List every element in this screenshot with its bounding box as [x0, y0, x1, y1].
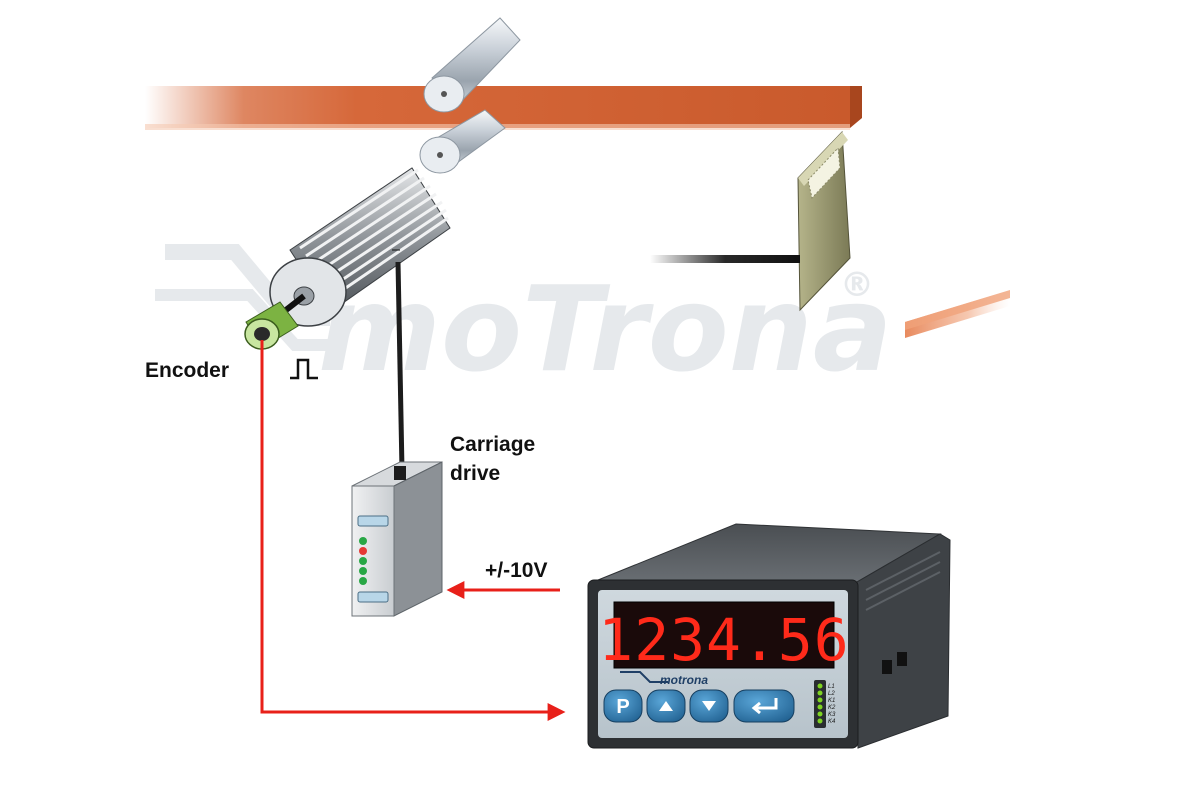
- encoder-signal-wire: [260, 340, 566, 721]
- unit-logo-swoosh-icon: [620, 671, 668, 683]
- key-enter[interactable]: [733, 689, 795, 723]
- unit-brand-logo: motrona: [660, 673, 708, 687]
- led-indicator-column: L1 L2 K1 K2 K3 K4: [814, 680, 836, 728]
- cut-piece: [905, 290, 1010, 338]
- encoder-label: Encoder: [145, 359, 229, 382]
- seven-segment-display: [613, 601, 835, 669]
- drive-cable: [395, 261, 405, 471]
- led-label: K2: [828, 705, 836, 711]
- position-controller-unit: 1234.56 motrona P L1 L2: [587, 523, 951, 749]
- key-p[interactable]: P: [603, 689, 643, 723]
- status-led-red: [359, 547, 367, 555]
- led-label: L1: [828, 684, 835, 690]
- pulse-signal-icon: [290, 358, 318, 380]
- cutting-knife: [650, 130, 851, 312]
- key-up[interactable]: [646, 689, 686, 723]
- lower-feed-roller: [419, 109, 506, 174]
- brand-watermark: moTrona ®: [155, 244, 892, 398]
- led-label: K4: [828, 719, 836, 725]
- upper-feed-roller: [423, 17, 521, 113]
- led-label: K1: [828, 698, 835, 704]
- carriage-drive-unit: [351, 461, 443, 617]
- carriage-drive-label-line1: Carriage: [450, 433, 535, 456]
- enter-return-icon: [751, 698, 778, 715]
- watermark-brand-text: moTrona: [318, 260, 892, 398]
- drive-motor: [266, 167, 451, 327]
- material-strip: [145, 86, 862, 130]
- watermark-registered-mark: ®: [840, 265, 874, 305]
- carriage-drive-label-line2: drive: [450, 462, 500, 485]
- led-label: K3: [828, 712, 836, 718]
- arrow-down-icon: [702, 701, 716, 711]
- display-readout: 1234.56: [598, 606, 849, 674]
- arrow-up-icon: [659, 701, 673, 711]
- voltage-label: +/-10V: [485, 559, 547, 582]
- encoder-device: [244, 301, 299, 350]
- key-down[interactable]: [689, 689, 729, 723]
- key-p-label: P: [616, 696, 629, 718]
- led-label: L2: [828, 691, 835, 697]
- status-led-green: [359, 537, 367, 545]
